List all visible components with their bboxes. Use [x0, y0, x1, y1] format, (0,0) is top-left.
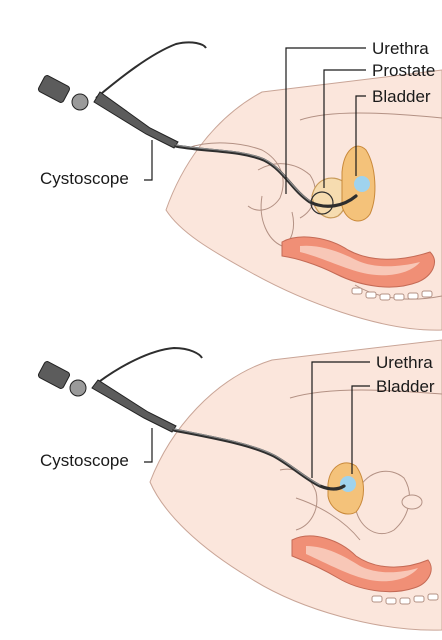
male-cystoscope-leader — [144, 140, 153, 181]
female-panel: Urethra Bladder Cystoscope — [37, 339, 442, 631]
male-panel: Urethra Prostate Bladder Cystoscope — [37, 39, 442, 331]
female-bladder-urine — [340, 476, 356, 492]
male-cystoscope-handle — [93, 91, 179, 149]
female-body-silhouette — [149, 339, 442, 631]
male-cystoscope-icon — [37, 41, 358, 208]
male-penis — [187, 142, 284, 211]
male-vertebrae — [351, 287, 433, 301]
female-cystoscope-eyepiece — [37, 361, 71, 389]
male-body-silhouette — [165, 69, 442, 331]
female-ovary — [401, 494, 423, 510]
male-cystoscope-label: Cystoscope — [40, 169, 129, 188]
female-vertebrae — [371, 593, 439, 605]
female-cystoscope-handle — [91, 379, 177, 433]
male-rectum-wall — [300, 245, 420, 276]
female-cystoscope-icon — [37, 346, 346, 491]
female-vagina — [295, 497, 361, 541]
female-cystoscope-leader — [144, 428, 153, 463]
female-cystoscope-shaft-highlight — [173, 428, 321, 486]
female-cystoscope-light-port — [69, 379, 87, 397]
male-bladder-urine — [354, 176, 370, 192]
male-prostate-label: Prostate — [372, 61, 435, 80]
female-abdomen-contour — [289, 389, 442, 399]
female-cystoscope-label: Cystoscope — [40, 451, 129, 470]
female-urethra-label: Urethra — [376, 353, 433, 372]
male-cystoscope-eyepiece — [37, 75, 71, 103]
male-prostate-leader — [323, 69, 366, 188]
female-bladder-label: Bladder — [376, 377, 435, 396]
female-cystoscope-shaft — [172, 428, 346, 491]
male-bladder-label: Bladder — [372, 87, 431, 106]
male-cystoscope-cable — [95, 41, 207, 99]
male-cystoscope-shaft-highlight — [175, 144, 311, 202]
male-cystoscope-light-port — [71, 93, 89, 111]
male-urethra-leader — [285, 47, 366, 194]
female-urethra-leader — [311, 361, 370, 478]
male-cystoscope-shaft — [174, 144, 358, 208]
male-abdomen-contour — [299, 112, 442, 121]
male-bladder-leader — [355, 95, 366, 176]
female-cystoscope-cable — [95, 346, 203, 385]
female-bladder-leader — [351, 385, 370, 474]
female-rectum-wall — [306, 546, 418, 582]
male-urethra-label: Urethra — [372, 39, 429, 58]
